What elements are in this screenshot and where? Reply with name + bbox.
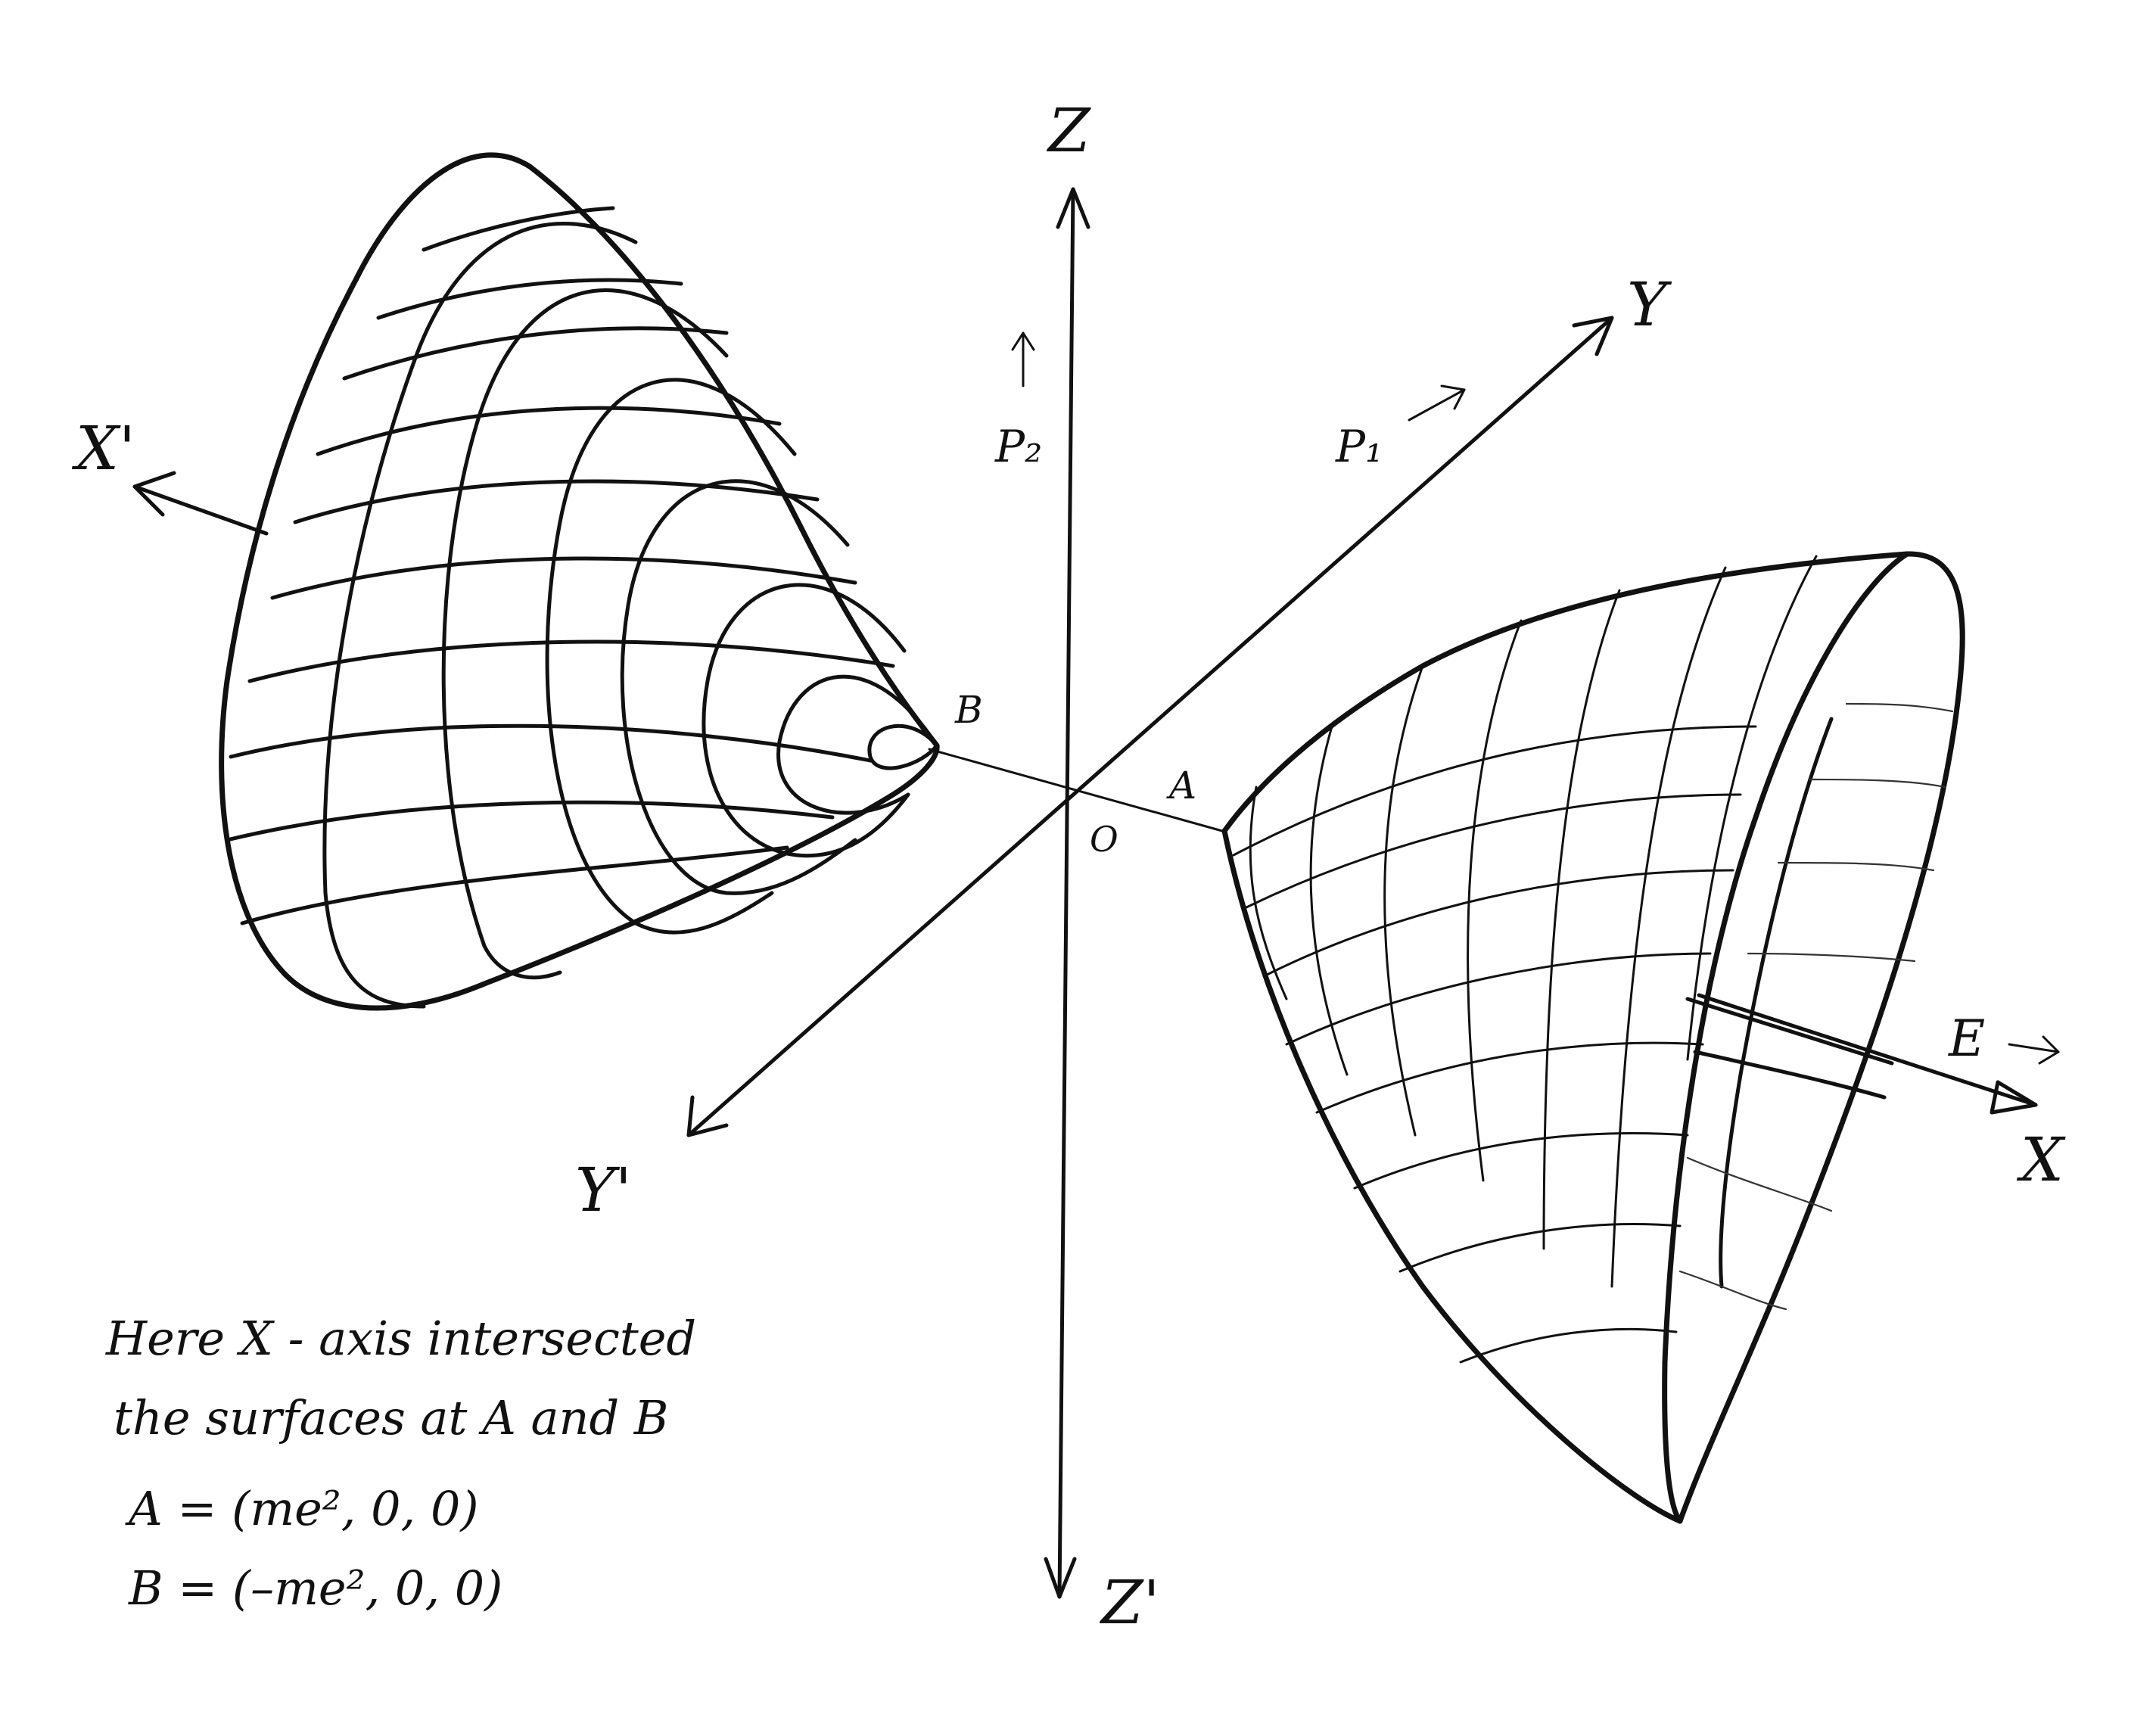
left-cross-5 (293, 479, 820, 524)
right-cross-8 (1459, 1327, 1678, 1364)
x-label: X (2016, 1125, 2066, 1195)
right-ring-6 (1610, 566, 1727, 1288)
note-line-2: the surfaces at A and B (114, 1390, 668, 1445)
right-inner-4 (1747, 952, 1916, 963)
z-arrow-up (1056, 187, 1090, 229)
right-cross-7 (1398, 1223, 1682, 1273)
left-ring-6 (441, 288, 729, 979)
z-axis-line (1057, 187, 1075, 1599)
origin-label: O (1090, 819, 1118, 860)
left-crosslines (225, 206, 895, 926)
axes (132, 187, 2038, 1599)
left-ring-2 (776, 674, 939, 815)
right-ring-2 (1309, 725, 1349, 1076)
e-arrow-line (2008, 1043, 2060, 1053)
x-neg-axis-line (132, 484, 269, 536)
x-arrow (1990, 1080, 2038, 1115)
note-line-4: B = (–me², 0, 0) (128, 1560, 502, 1616)
left-rings (322, 222, 939, 1009)
right-ring-4 (1467, 619, 1523, 1182)
left-surface-outline (219, 152, 940, 1011)
left-cross-2 (376, 278, 683, 320)
left-cross-3 (342, 326, 729, 381)
right-cross-5 (1315, 1041, 1704, 1114)
right-ring-3 (1383, 664, 1424, 1137)
left-cross-9 (225, 800, 835, 842)
left-cross-1 (422, 206, 615, 252)
labels: Z Z' Y Y' X X' O P₂ P₁ E A B (71, 95, 2066, 1638)
right-cross-4 (1285, 952, 1712, 1046)
note-line-3: A = (me², 0, 0) (125, 1481, 479, 1536)
y-arrow (1572, 316, 1614, 356)
left-surface (219, 152, 940, 1011)
right-surface (1221, 551, 1965, 1524)
x-neg-arrow (132, 471, 176, 517)
right-inner-lines (1678, 702, 1954, 1311)
right-surface-rim (1662, 551, 1910, 1524)
left-ring-5 (545, 378, 797, 935)
note-line-1: Here X - axis intersected (105, 1311, 696, 1366)
x-axis-through-opening (1685, 997, 1894, 1066)
right-cross-6 (1353, 1132, 1689, 1190)
left-cross-6 (270, 556, 857, 600)
z-arrow-down (1044, 1557, 1077, 1599)
right-ring-7 (1686, 555, 1818, 1061)
note: Here X - axis intersected the surfaces a… (105, 1311, 696, 1616)
right-ring-1 (1249, 786, 1288, 1000)
left-cross-10 (240, 845, 789, 926)
p2-label: P₂ (994, 421, 1042, 472)
right-inner-1 (1845, 702, 1954, 713)
right-ring-5 (1542, 589, 1621, 1250)
right-inner-3 (1777, 861, 1935, 872)
right-rings (1249, 555, 1818, 1288)
p1-label: P₁ (1335, 421, 1383, 472)
right-inner-6 (1686, 1156, 1833, 1212)
z-label: Z (1046, 95, 1091, 166)
e-arrow-head (2038, 1035, 2060, 1065)
left-cross-7 (247, 639, 895, 683)
right-inner-2 (1807, 778, 1946, 789)
left-ring-7 (322, 222, 638, 1009)
z-neg-label: Z' (1099, 1567, 1160, 1638)
right-surface-inner-rim (1719, 717, 1834, 1289)
right-cross-1 (1232, 725, 1757, 857)
p1-arrow-line (1408, 388, 1466, 422)
y-axis-line (686, 316, 1614, 1137)
y-neg-label: Y' (575, 1155, 632, 1225)
right-crosslines (1232, 725, 1757, 1364)
right-inner-5 (1693, 1050, 1887, 1100)
p1-arrow-head (1440, 384, 1466, 410)
left-cross-8 (229, 723, 873, 763)
right-inner-7 (1678, 1270, 1787, 1311)
e-label: E (1948, 1010, 1985, 1068)
right-cross-3 (1262, 869, 1734, 978)
left-ring-4 (620, 479, 857, 895)
point-a-label: A (1166, 764, 1196, 807)
x-neg-label: X' (71, 413, 135, 484)
left-cross-4 (316, 406, 782, 456)
right-cross-2 (1243, 793, 1742, 910)
x-axis-segment-center (928, 748, 1224, 832)
p2-arrow-head (1011, 331, 1035, 351)
point-b-label: B (954, 688, 983, 732)
right-surface-outline (1221, 551, 1965, 1524)
vector-arrows (1011, 331, 2060, 1065)
y-label: Y (1627, 269, 1672, 340)
y-neg-arrow (686, 1095, 729, 1137)
left-ring-1 (867, 723, 939, 770)
